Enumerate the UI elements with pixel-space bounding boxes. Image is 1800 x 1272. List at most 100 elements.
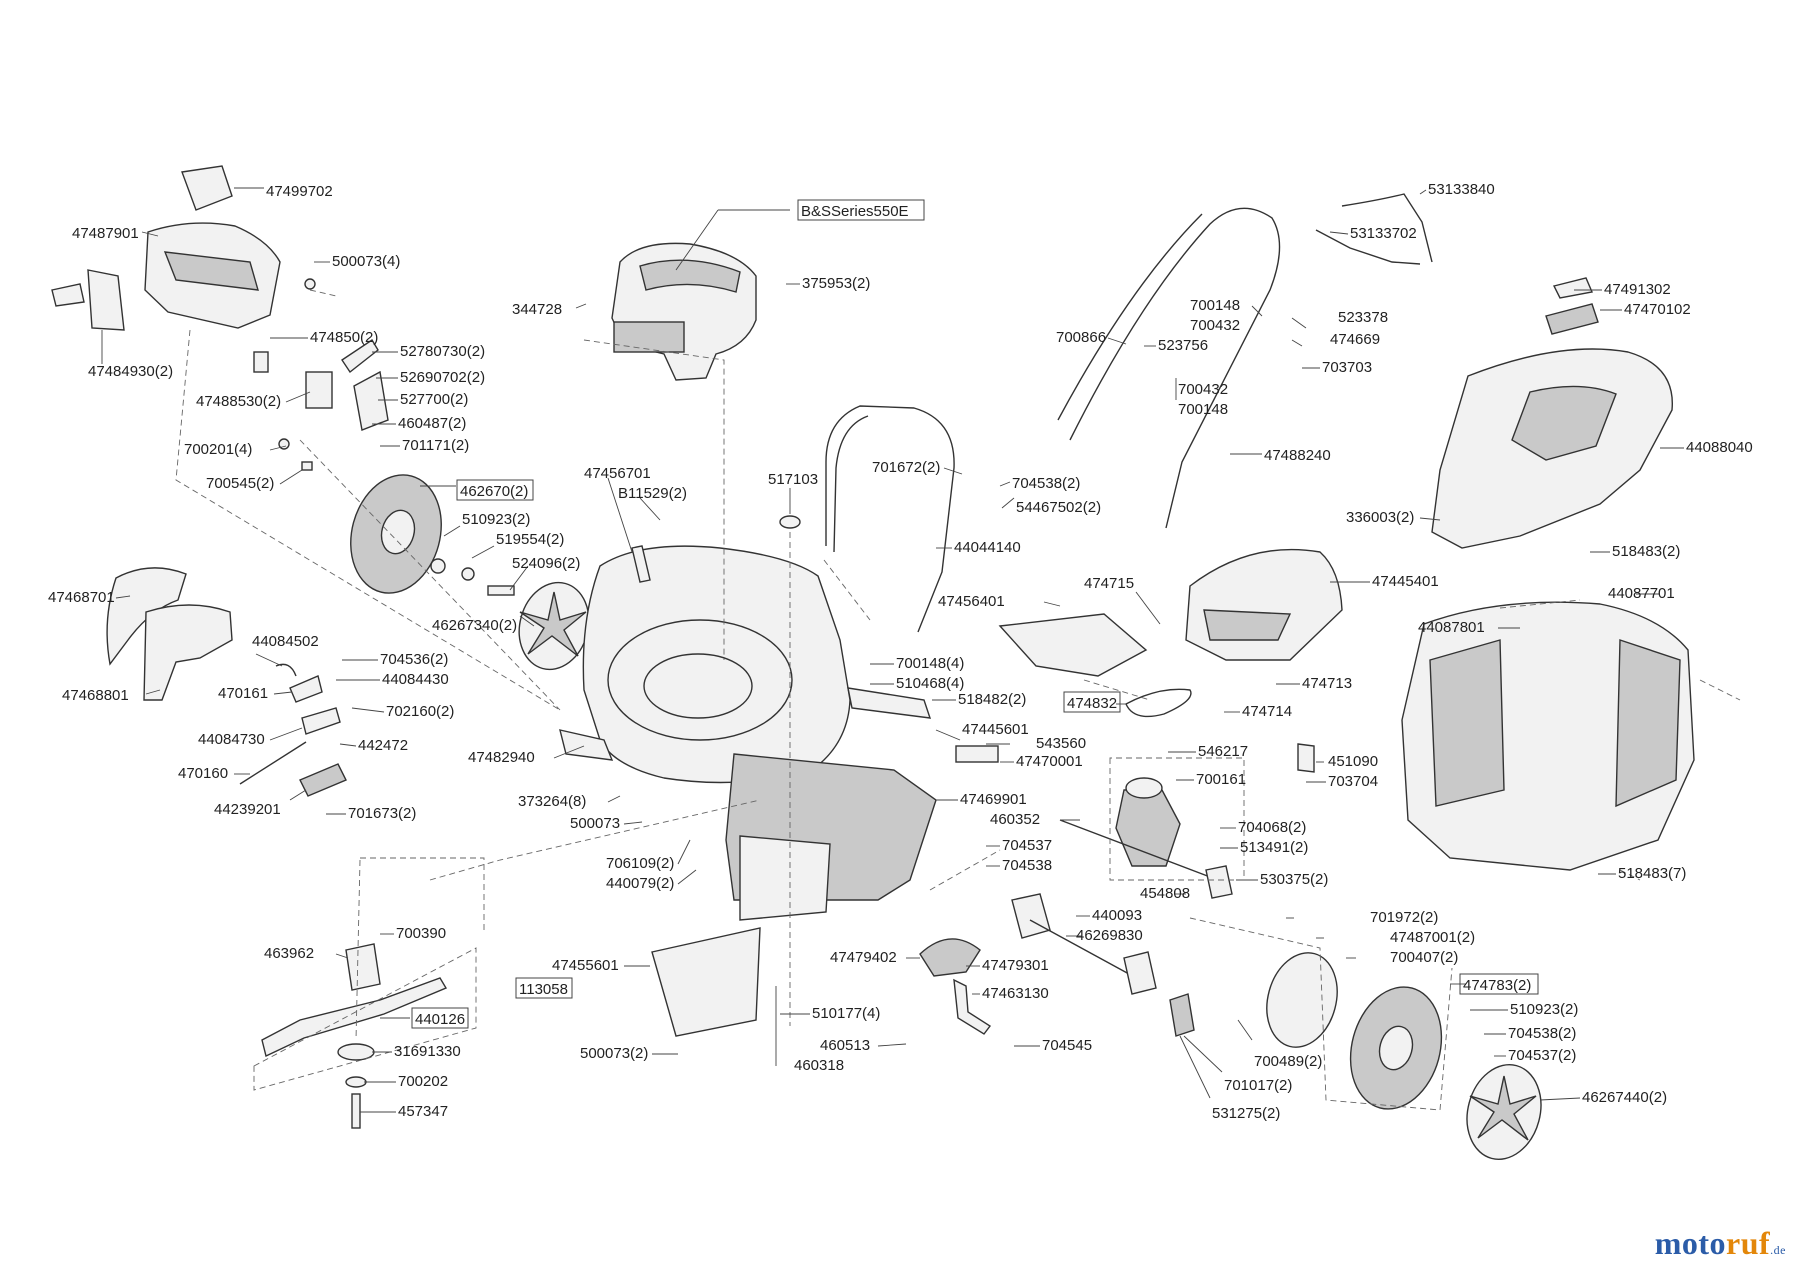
label-474832: 474832: [1067, 695, 1117, 712]
label-524096-2: 524096(2): [512, 555, 580, 572]
label-704538-2b: 704538(2): [1508, 1025, 1576, 1042]
label-460352: 460352: [990, 811, 1040, 828]
label-518483-2: 518483(2): [1612, 543, 1680, 560]
label-460318: 460318: [794, 1057, 844, 1074]
bracket-47463130: [953, 978, 992, 1035]
brand-suffix: .de: [1770, 1243, 1786, 1257]
rear-chute-flap: [739, 835, 831, 921]
label-457347: 457347: [398, 1103, 448, 1120]
label-704545: 704545: [1042, 1037, 1092, 1054]
bracket-small-left: [51, 283, 85, 307]
gearbox-460352: [1115, 789, 1181, 867]
label-474850-2: 474850(2): [310, 329, 378, 346]
clip-474850: [253, 351, 269, 373]
label-531275-2: 531275(2): [1212, 1105, 1280, 1122]
label-44239201: 44239201: [214, 801, 281, 818]
catcher-top-grille: [1511, 385, 1617, 461]
flap-47468801: [143, 604, 233, 701]
label-518483-7: 518483(7): [1618, 865, 1686, 882]
axle-plate: [1123, 951, 1157, 995]
label-47445601: 47445601: [962, 721, 1029, 738]
label-474669: 474669: [1330, 331, 1380, 348]
deck-47482940: [582, 545, 851, 784]
label-706109-2: 706109(2): [606, 855, 674, 872]
label-47456401: 47456401: [938, 593, 1005, 610]
label-700432b: 700432: [1178, 381, 1228, 398]
label-47488240: 47488240: [1264, 447, 1331, 464]
label-440093: 440093: [1092, 907, 1142, 924]
upper-handle-47488240: [1069, 207, 1281, 529]
box-462670: [456, 479, 534, 501]
engine-base: [613, 321, 685, 353]
brand-text-accent: ruf: [1726, 1225, 1771, 1261]
bracket-527700: [353, 370, 389, 431]
label-47487001-2: 47487001(2): [1390, 929, 1475, 946]
box-440126: [411, 1007, 469, 1029]
rear-wheel-left-hub: [380, 509, 416, 555]
label-47484930-2: 47484930(2): [88, 363, 173, 380]
label-703703: 703703: [1322, 359, 1372, 376]
label-47479301: 47479301: [982, 957, 1049, 974]
label-700432a: 700432: [1190, 317, 1240, 334]
deck-inner-ring-2: [643, 653, 753, 719]
label-517103: 517103: [768, 471, 818, 488]
label-700407-2: 700407(2): [1390, 949, 1458, 966]
drive-shaft: [1059, 819, 1219, 881]
label-470160: 470160: [178, 765, 228, 782]
label-boxes: [411, 199, 1539, 1029]
catcher-bag-mesh-right: [1615, 639, 1681, 808]
blade-440126: [261, 977, 448, 1057]
washer-700202: [345, 1076, 367, 1088]
handle-lever-53133840: [1341, 193, 1433, 263]
belt-474832: [1125, 688, 1192, 718]
label-527700-2: 527700(2): [400, 391, 468, 408]
label-704537-2: 704537(2): [1508, 1047, 1576, 1064]
blade-adapter-463962: [345, 943, 381, 991]
label-344728: 344728: [512, 301, 562, 318]
label-47470001: 47470001: [1016, 753, 1083, 770]
wheel-cover-47487001: [1266, 952, 1338, 1048]
box-474783: [1459, 973, 1539, 995]
label-44044140: 44044140: [954, 539, 1021, 556]
label-700489-2: 700489(2): [1254, 1053, 1322, 1070]
label-546217: 546217: [1198, 743, 1248, 760]
catcher-bag-mesh-left: [1429, 639, 1505, 807]
label-47463130: 47463130: [982, 985, 1049, 1002]
bracket-451090: [1297, 743, 1315, 773]
label-47479402: 47479402: [830, 949, 897, 966]
control-housing-panel: [163, 251, 259, 291]
plate-47488530: [305, 371, 333, 409]
label-52690702-2: 52690702(2): [400, 369, 485, 386]
label-47445401: 47445401: [1372, 573, 1439, 590]
bushing-530375: [1205, 865, 1233, 899]
label-47487901: 47487901: [72, 225, 139, 242]
label-53133840: 53133840: [1428, 181, 1495, 198]
label-44087801: 44087801: [1418, 619, 1485, 636]
label-700390: 700390: [396, 925, 446, 942]
label-454808: 454808: [1140, 885, 1190, 902]
leader-lines: [101, 187, 1684, 1113]
label-700201-4: 700201(4): [184, 441, 252, 458]
label-510177-4: 510177(4): [812, 1005, 880, 1022]
label-373264-8: 373264(8): [518, 793, 586, 810]
bolt-700545: [301, 461, 313, 471]
rod-470160: [239, 741, 307, 785]
label-474783-2: 474783(2): [1463, 977, 1531, 994]
label-701672-2: 701672(2): [872, 459, 940, 476]
label-700148b: 700148: [1178, 401, 1228, 418]
label-701972-2: 701972(2): [1370, 909, 1438, 926]
plug-47456401: [998, 613, 1148, 677]
label-702160-2: 702160(2): [386, 703, 454, 720]
label-704538a: 704538: [1002, 857, 1052, 874]
deck-lower-plate: [559, 729, 614, 761]
washer-519554: [461, 567, 475, 581]
label-500073-4: 500073(4): [332, 253, 400, 270]
handle-lever-53133702: [1315, 229, 1421, 265]
label-46269830: 46269830: [1076, 927, 1143, 944]
label-47468701: 47468701: [48, 589, 115, 606]
part-labels: 47499702 47487901 500073(4) 474850(2) 47…: [48, 181, 1753, 1122]
lever-44084502: [275, 663, 297, 677]
bolt-457347: [351, 1093, 361, 1129]
deflector-47479402: [919, 938, 981, 977]
